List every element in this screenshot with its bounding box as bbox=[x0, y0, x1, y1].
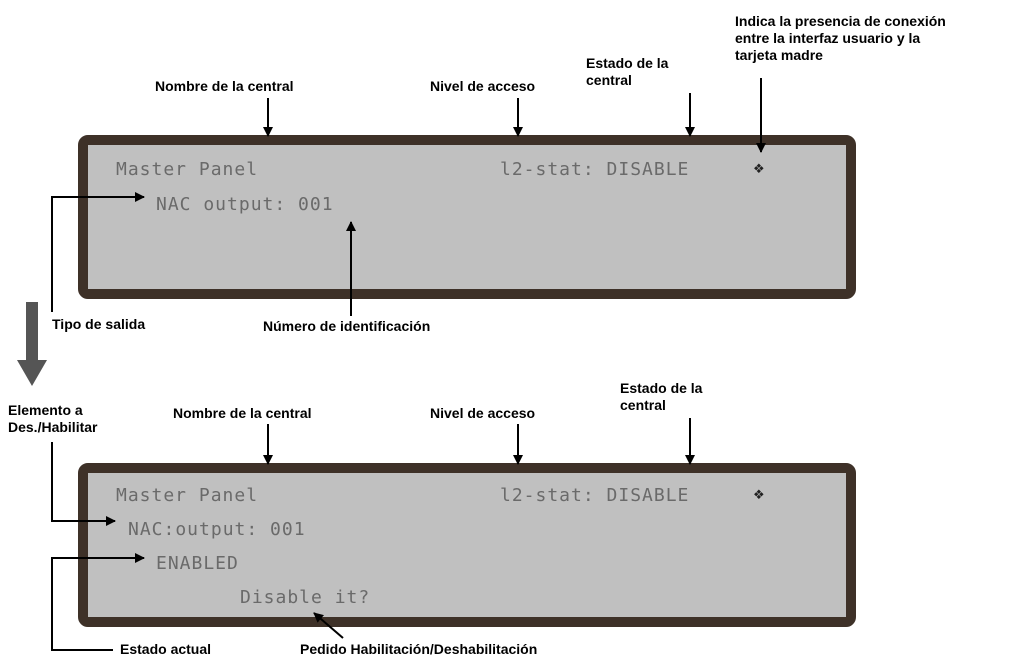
label-access-level-bottom: Nivel de acceso bbox=[430, 405, 536, 421]
lcd-output-line: NAC:output: 001 bbox=[128, 519, 306, 540]
label-panel-state-bottom: Estado de la central bbox=[620, 380, 703, 413]
label-request: Pedido Habilitación/Deshabilitación bbox=[300, 641, 538, 657]
label-current-state: Estado actual bbox=[120, 641, 212, 657]
label-element-toggle: Elemento a Des./Habilitar bbox=[8, 402, 98, 435]
lcd-display-bottom: Master Panel l2-stat: DISABLE ❖ NAC:outp… bbox=[78, 463, 856, 627]
label-id-number: Número de identificación bbox=[263, 318, 431, 334]
connection-icon: ❖ bbox=[753, 488, 765, 503]
lcd-disable-prompt: Disable it? bbox=[240, 587, 371, 608]
lcd-panel-name: Master Panel bbox=[116, 159, 259, 180]
label-panel-name-bottom: Nombre de la central bbox=[173, 405, 312, 421]
lcd-display-top: Master Panel l2-stat: DISABLE ❖ NAC outp… bbox=[78, 135, 856, 299]
lcd-access-status: l2-stat: DISABLE bbox=[500, 159, 690, 180]
lcd-current-state: ENABLED bbox=[156, 553, 239, 574]
lcd-access-status: l2-stat: DISABLE bbox=[500, 485, 690, 506]
label-panel-name-top: Nombre de la central bbox=[155, 78, 294, 94]
lcd-panel-name: Master Panel bbox=[116, 485, 259, 506]
label-output-type: Tipo de salida bbox=[52, 316, 146, 332]
label-connection-presence: Indica la presencia de conexión entre la… bbox=[735, 13, 946, 63]
label-panel-state-top: Estado de la central bbox=[586, 55, 669, 88]
label-access-level-top: Nivel de acceso bbox=[430, 78, 536, 94]
flow-down-arrow bbox=[17, 302, 47, 386]
lcd-output-line: NAC output: 001 bbox=[156, 194, 334, 215]
connection-icon: ❖ bbox=[753, 162, 765, 177]
